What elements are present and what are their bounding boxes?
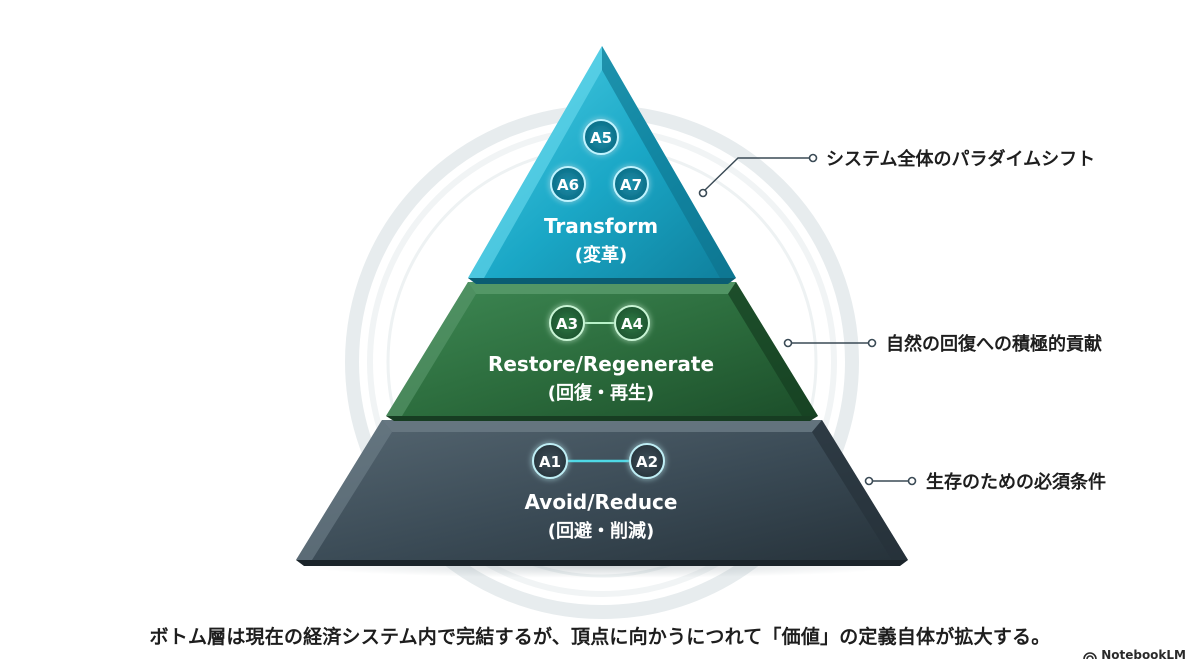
badge-a4[interactable]: A4	[614, 305, 650, 341]
annotation-bottom: 生存のための必須条件	[926, 471, 1106, 493]
tier-middle-title: Restore/Regenerate	[488, 352, 714, 376]
svg-text:A2: A2	[636, 453, 658, 471]
badge-group-top: A5 A6 A7	[550, 119, 649, 202]
tier-bottom-title: Avoid/Reduce	[525, 490, 678, 514]
badge-a3[interactable]: A3	[549, 305, 585, 341]
badge-a6[interactable]: A6	[550, 166, 586, 202]
tier-top[interactable]	[468, 46, 736, 284]
badge-a5[interactable]: A5	[583, 119, 619, 155]
badge-group-bottom: A1 A2	[532, 443, 665, 479]
badge-a7[interactable]: A7	[613, 166, 649, 202]
tier-bottom[interactable]	[296, 420, 908, 566]
annotation-middle: 自然の回復への積極的貢献	[886, 333, 1102, 355]
tier-bottom-subtitle: (回避・削減)	[548, 520, 654, 542]
svg-text:A5: A5	[590, 129, 612, 147]
svg-text:A1: A1	[539, 453, 561, 471]
notebooklm-logo-icon	[1083, 652, 1097, 660]
svg-text:A4: A4	[621, 315, 643, 333]
brand-watermark: NotebookLM	[1083, 648, 1186, 662]
tier-middle[interactable]	[386, 282, 818, 421]
badge-a1[interactable]: A1	[532, 443, 568, 479]
brand-label: NotebookLM	[1101, 648, 1186, 662]
callout-top: システム全体のパラダイムシフト	[698, 148, 1095, 198]
badge-a2[interactable]: A2	[629, 443, 665, 479]
tier-middle-subtitle: (回復・再生)	[548, 382, 654, 404]
svg-text:A3: A3	[556, 315, 578, 333]
svg-text:A6: A6	[557, 176, 579, 194]
annotation-top: システム全体のパラダイムシフト	[826, 148, 1095, 170]
tier-top-subtitle: (変革)	[575, 244, 627, 266]
caption-text: ボトム層は現在の経済システム内で完結するが、頂点に向かうにつれて「価値」の定義自…	[149, 626, 1051, 648]
badge-group-middle: A3 A4	[549, 305, 650, 341]
tier-top-title: Transform	[544, 214, 658, 238]
svg-text:A7: A7	[620, 176, 642, 194]
callout-middle: 自然の回復への積極的貢献	[783, 333, 1102, 355]
callout-bottom: 生存のための必須条件	[864, 471, 1106, 493]
